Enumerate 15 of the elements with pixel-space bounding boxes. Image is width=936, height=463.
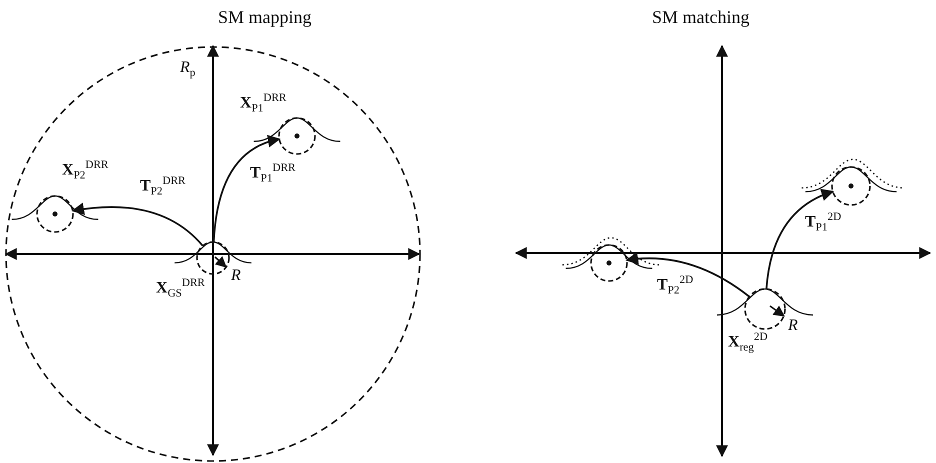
point-circle bbox=[278, 117, 316, 155]
axis-label: R bbox=[788, 318, 798, 334]
axis-label: R bbox=[231, 268, 241, 284]
curved-arrow bbox=[626, 252, 750, 298]
point-circle bbox=[196, 241, 230, 275]
axis-label: R$_{p}$ bbox=[180, 60, 196, 80]
curved-arrow bbox=[212, 136, 280, 242]
curved-arrow bbox=[71, 202, 204, 246]
panel-title: SM mapping bbox=[218, 8, 312, 26]
point-circle bbox=[744, 288, 786, 330]
panel-title: SM matching bbox=[652, 8, 750, 26]
point-circle bbox=[831, 166, 871, 206]
point-circle bbox=[36, 195, 74, 233]
point-circle bbox=[590, 244, 628, 282]
curved-arrow bbox=[766, 189, 834, 290]
